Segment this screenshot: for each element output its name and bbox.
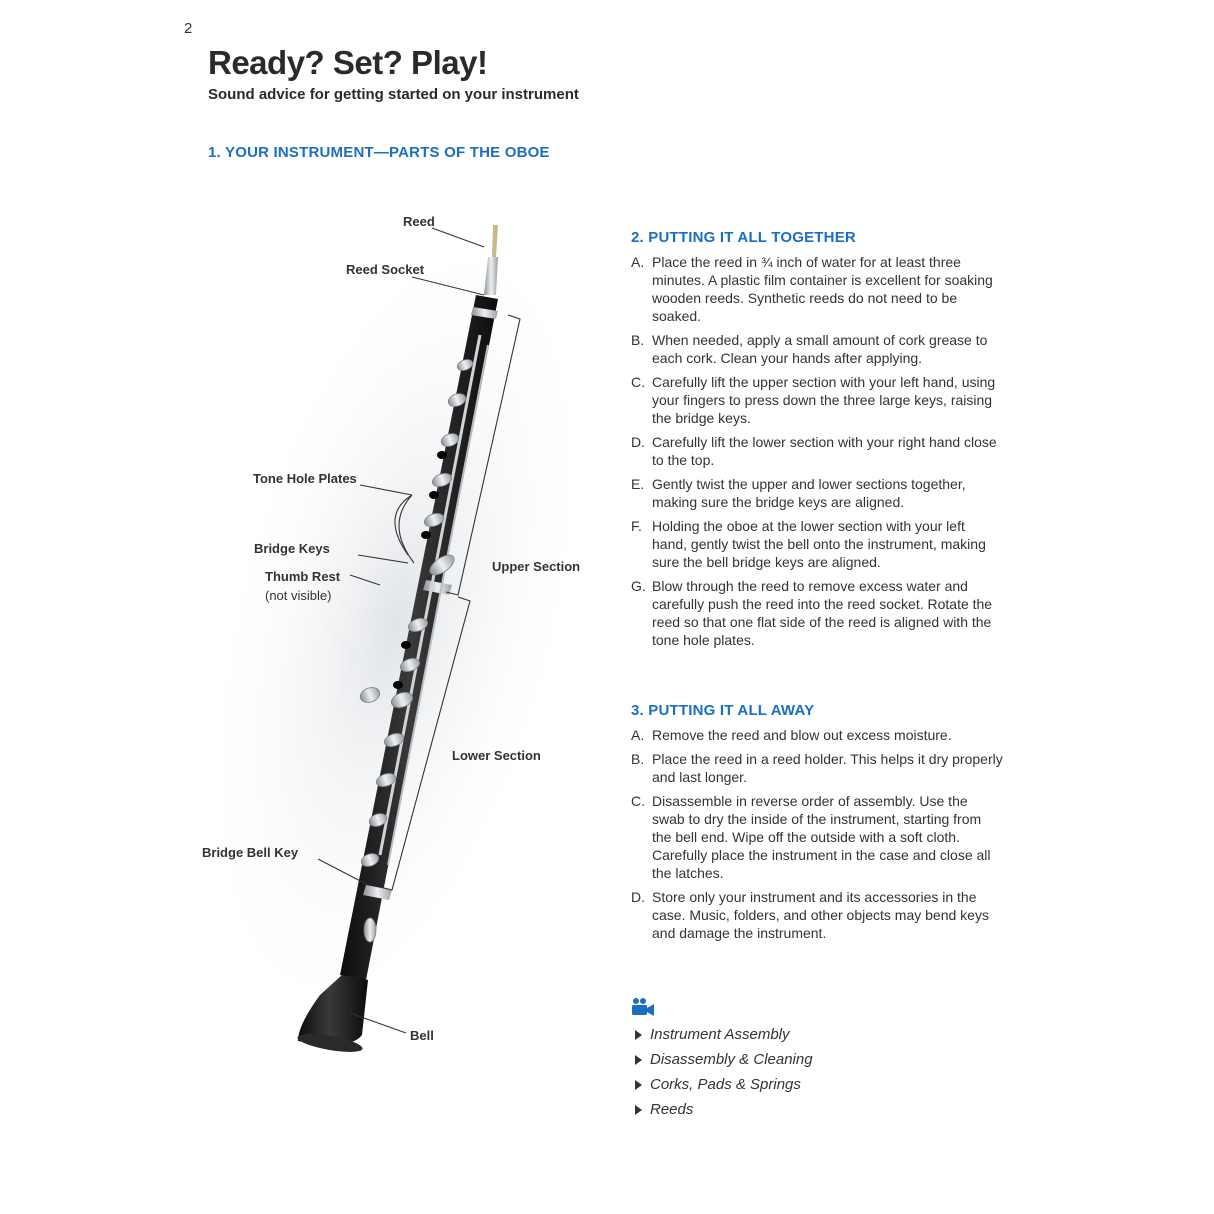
- video-link-label: Reeds: [650, 1101, 694, 1118]
- step-letter: D.: [631, 889, 645, 905]
- list-item: C. Carefully lift the upper section with …: [631, 373, 1003, 427]
- label-upper-section: Upper Section: [492, 559, 581, 574]
- list-item: G. Blow through the reed to remove excess…: [631, 577, 1003, 649]
- play-triangle-icon: [635, 1055, 642, 1065]
- step-letter: B.: [631, 332, 645, 348]
- video-camera-icon: [632, 998, 654, 1016]
- step-text: Gently twist the upper and lower section…: [652, 476, 966, 510]
- assembly-steps: A. Place the reed in ¾ inch of water for …: [631, 253, 1003, 655]
- label-bridge-bell-key: Bridge Bell Key: [202, 845, 299, 860]
- step-letter: F.: [631, 518, 642, 534]
- section-1-heading: 1. YOUR INSTRUMENT—PARTS OF THE OBOE: [208, 144, 550, 161]
- play-triangle-icon: [635, 1030, 642, 1040]
- step-text: Remove the reed and blow out excess mois…: [652, 727, 952, 743]
- video-link-instrument-assembly[interactable]: Instrument Assembly: [631, 1026, 813, 1051]
- step-text: Blow through the reed to remove excess w…: [652, 578, 993, 648]
- list-item: E. Gently twist the upper and lower secti…: [631, 475, 1003, 511]
- video-link-disassembly-cleaning[interactable]: Disassembly & Cleaning: [631, 1051, 813, 1076]
- list-item: A. Place the reed in ¾ inch of water for …: [631, 253, 1003, 325]
- label-thumb-rest: Thumb Rest: [265, 569, 341, 584]
- video-link-label: Disassembly & Cleaning: [650, 1051, 813, 1068]
- video-link-label: Instrument Assembly: [650, 1026, 790, 1043]
- play-triangle-icon: [635, 1105, 642, 1115]
- section-3-heading: 3. PUTTING IT ALL AWAY: [631, 702, 815, 719]
- video-links: Instrument Assembly Disassembly & Cleani…: [631, 1026, 813, 1126]
- label-bell: Bell: [410, 1028, 434, 1043]
- page-subtitle: Sound advice for getting started on your…: [208, 86, 579, 103]
- list-item: A. Remove the reed and blow out excess mo…: [631, 726, 1003, 744]
- storage-steps: A. Remove the reed and blow out excess mo…: [631, 726, 1003, 948]
- video-link-reeds[interactable]: Reeds: [631, 1101, 813, 1126]
- step-text: Carefully lift the lower section with yo…: [652, 434, 997, 468]
- step-text: Disassemble in reverse order of assembly…: [652, 793, 991, 881]
- step-letter: A.: [631, 727, 645, 743]
- label-thumb-rest-note: (not visible): [265, 588, 332, 603]
- list-item: B. Place the reed in a reed holder. This …: [631, 750, 1003, 786]
- step-text: Holding the oboe at the lower section wi…: [652, 518, 986, 570]
- label-lower-section: Lower Section: [452, 748, 541, 763]
- step-text: Place the reed in ¾ inch of water for at…: [652, 254, 993, 324]
- step-letter: E.: [631, 476, 645, 492]
- label-bridge-keys: Bridge Keys: [254, 541, 330, 556]
- step-text: When needed, apply a small amount of cor…: [652, 332, 988, 366]
- step-text: Store only your instrument and its acces…: [652, 889, 989, 941]
- list-item: D. Store only your instrument and its acc…: [631, 888, 1003, 942]
- label-reed: Reed: [403, 214, 435, 229]
- oboe-illustration: [197, 215, 593, 1052]
- list-item: F. Holding the oboe at the lower section …: [631, 517, 1003, 571]
- list-item: C. Disassemble in reverse order of assemb…: [631, 792, 1003, 882]
- step-text: Carefully lift the upper section with yo…: [652, 374, 996, 426]
- step-letter: G.: [631, 578, 646, 594]
- label-tone-hole-plates: Tone Hole Plates: [253, 471, 357, 486]
- play-triangle-icon: [635, 1080, 642, 1090]
- step-letter: C.: [631, 793, 645, 809]
- list-item: D. Carefully lift the lower section with …: [631, 433, 1003, 469]
- label-reed-socket: Reed Socket: [346, 262, 425, 277]
- video-link-label: Corks, Pads & Springs: [650, 1076, 801, 1093]
- step-text: Place the reed in a reed holder. This he…: [652, 751, 1003, 785]
- page-title: Ready? Set? Play!: [208, 44, 488, 81]
- step-letter: B.: [631, 751, 645, 767]
- step-letter: C.: [631, 374, 645, 390]
- list-item: B. When needed, apply a small amount of c…: [631, 331, 1003, 367]
- page-number: 2: [184, 20, 193, 37]
- step-letter: D.: [631, 434, 645, 450]
- section-2-heading: 2. PUTTING IT ALL TOGETHER: [631, 229, 856, 246]
- video-link-corks-pads-springs[interactable]: Corks, Pads & Springs: [631, 1076, 813, 1101]
- step-letter: A.: [631, 254, 645, 270]
